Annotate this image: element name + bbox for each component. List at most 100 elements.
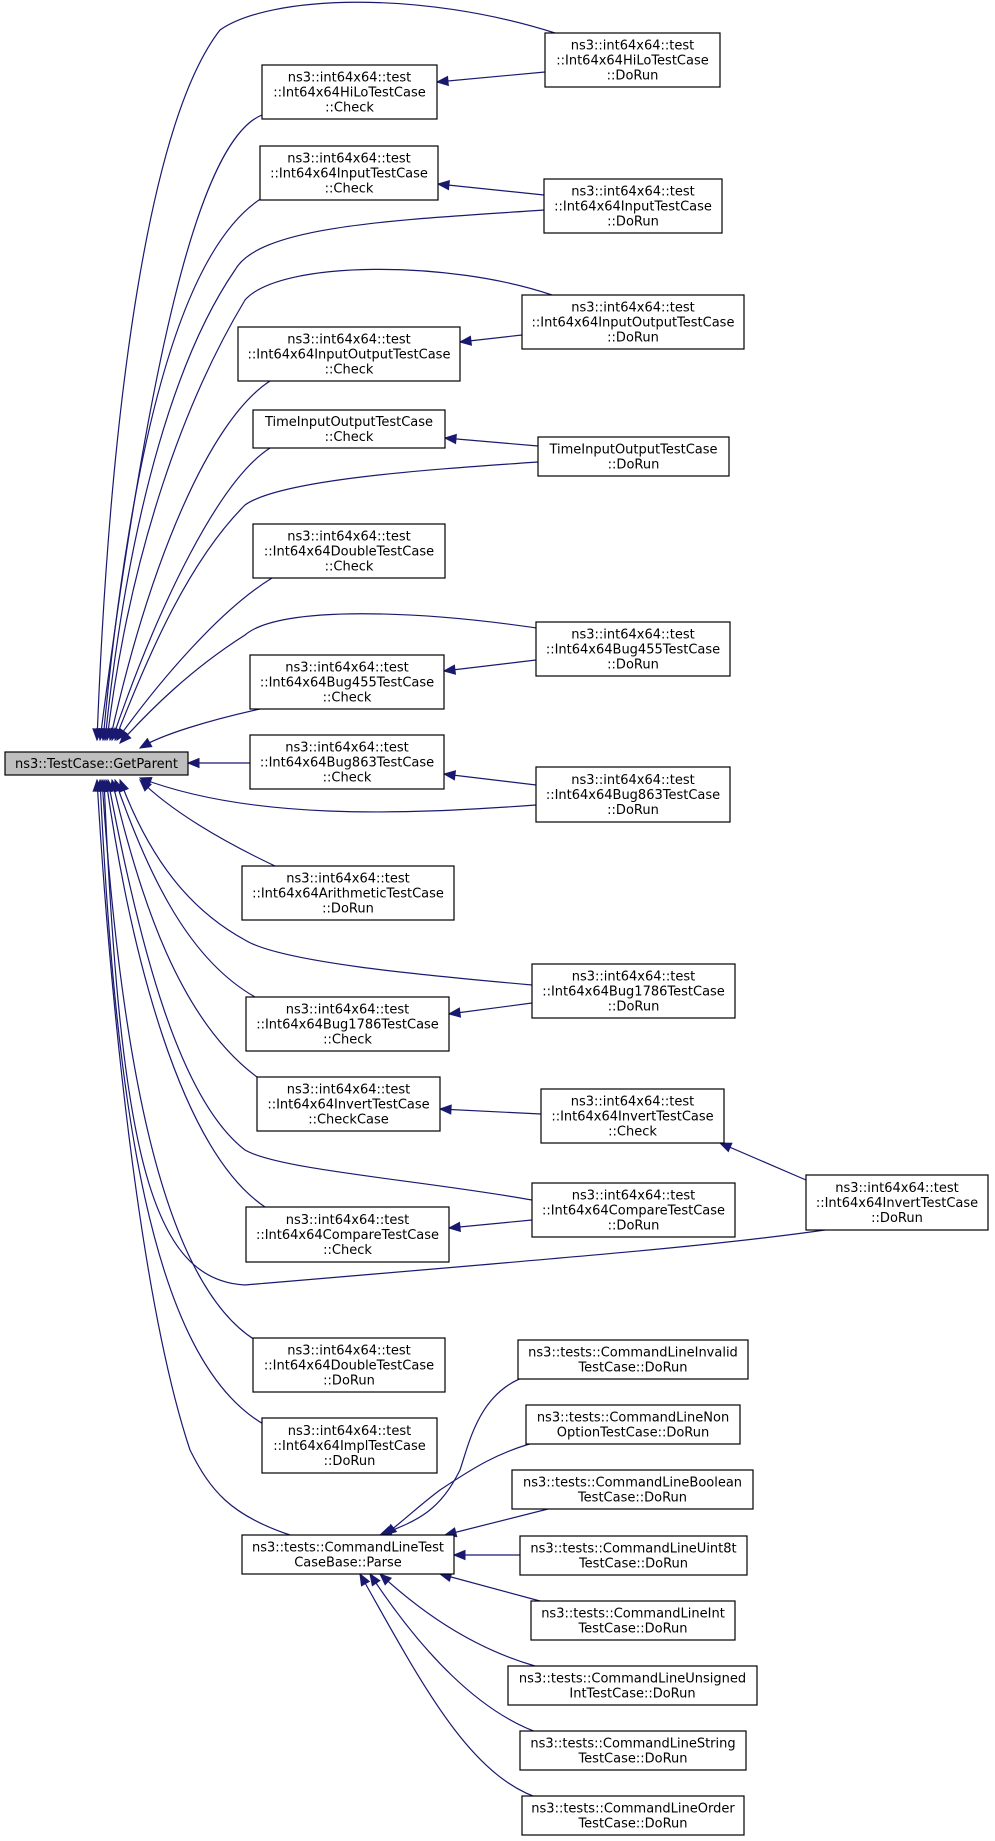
node-label-line: ::Int64x64InputTestCase	[554, 200, 712, 215]
edge-bug455_dorun-to-root	[119, 613, 551, 744]
node-label-line: ::Check	[323, 691, 372, 706]
node-compare-check[interactable]: ns3::int64x64::test::Int64x64CompareTest…	[245, 1206, 450, 1263]
node-label-line: OptionTestCase::DoRun	[557, 1426, 709, 1441]
node-label-line: ::Int64x64InputOutputTestCase	[532, 316, 735, 331]
node-double-check[interactable]: ns3::int64x64::test::Int64x64DoubleTestC…	[252, 523, 446, 579]
node-compare-dorun[interactable]: ns3::int64x64::test::Int64x64CompareTest…	[531, 1182, 736, 1238]
node-hilo-dorun[interactable]: ns3::int64x64::test::Int64x64HiLoTestCas…	[544, 32, 721, 88]
node-box	[249, 734, 445, 790]
node-invert-check[interactable]: ns3::int64x64::test::Int64x64InvertTestC…	[540, 1088, 725, 1144]
edge-line	[439, 1573, 541, 1602]
node-box	[237, 326, 461, 382]
node-time-check[interactable]: TimeInputOutputTestCase::Check	[252, 409, 446, 449]
node-io-check[interactable]: ns3::int64x64::test::Int64x64InputOutput…	[237, 326, 461, 382]
node-label-line: ::DoRun	[324, 1454, 376, 1469]
node-bug863-check[interactable]: ns3::int64x64::test::Int64x64Bug863TestC…	[249, 734, 445, 790]
node-cl-boolean[interactable]: ns3::tests::CommandLineBooleanTestCase::…	[511, 1469, 754, 1510]
edge-line	[443, 659, 537, 672]
node-bug1786-dorun[interactable]: ns3::int64x64::test::Int64x64Bug1786Test…	[531, 963, 736, 1019]
edge-input_dorun-to-input_check	[436, 179, 545, 196]
node-box	[256, 1076, 441, 1132]
node-cl-int[interactable]: ns3::tests::CommandLineIntTestCase::DoRu…	[530, 1600, 736, 1641]
node-invert-checkcase[interactable]: ns3::int64x64::test::Int64x64InvertTestC…	[256, 1076, 441, 1132]
node-parse[interactable]: ns3::tests::CommandLineTestCaseBase::Par…	[241, 1534, 455, 1575]
node-label-line: ::DoRun	[607, 658, 659, 673]
node-cl-nonoption[interactable]: ns3::tests::CommandLineNonOptionTestCase…	[525, 1404, 741, 1445]
edge-hilo_dorun-to-hilo_check	[435, 71, 546, 87]
node-label-line: ::Int64x64Bug1786TestCase	[542, 985, 725, 1000]
node-bug1786-check[interactable]: ns3::int64x64::test::Int64x64Bug1786Test…	[245, 996, 450, 1052]
node-label-line: ns3::tests::CommandLineInvalid	[528, 1346, 738, 1361]
edge-line	[101, 779, 256, 1341]
edge-line	[139, 708, 261, 749]
node-invert-dorun[interactable]: ns3::int64x64::test::Int64x64InvertTestC…	[805, 1174, 989, 1231]
arrowhead	[443, 433, 457, 445]
node-label-line: ns3::int64x64::test	[571, 301, 695, 316]
node-bug455-check[interactable]: ns3::int64x64::test::Int64x64Bug455TestC…	[249, 654, 445, 710]
node-box	[535, 621, 731, 677]
edge-bug863_dorun-to-bug863_check	[442, 770, 537, 786]
edge-time_dorun-to-time_check	[443, 433, 539, 447]
edge-bug1786_dorun-to-bug1786_check	[447, 1002, 533, 1018]
node-bug455-dorun[interactable]: ns3::int64x64::test::Int64x64Bug455TestC…	[535, 621, 731, 677]
edge-line	[119, 779, 533, 986]
node-label-line: ::DoRun	[608, 1000, 660, 1015]
node-label-line: ::Int64x64InvertTestCase	[816, 1196, 978, 1211]
node-box	[543, 178, 723, 234]
arrowhead	[186, 757, 200, 769]
node-label-line: ns3::int64x64::test	[572, 1189, 696, 1204]
node-input-dorun[interactable]: ns3::int64x64::test::Int64x64InputTestCa…	[543, 178, 723, 234]
node-time-dorun[interactable]: TimeInputOutputTestCase::DoRun	[537, 436, 730, 477]
node-input-check[interactable]: ns3::int64x64::test::Int64x64InputTestCa…	[259, 145, 439, 201]
edge-line	[96, 1, 556, 741]
node-cl-invalid[interactable]: ns3::tests::CommandLineInvalidTestCase::…	[517, 1339, 749, 1380]
node-impl-dorun[interactable]: ns3::int64x64::test::Int64x64ImplTestCas…	[261, 1417, 438, 1474]
node-label-line: ns3::int64x64::test	[571, 185, 695, 200]
node-box	[252, 523, 446, 579]
node-label-line: IntTestCase::DoRun	[569, 1687, 695, 1702]
node-cl-uint8t[interactable]: ns3::tests::CommandLineUint8tTestCase::D…	[519, 1535, 748, 1576]
node-label-line: ::Int64x64InputTestCase	[270, 167, 428, 182]
node-label-line: ::DoRun	[323, 1374, 375, 1389]
arrowhead	[436, 179, 450, 191]
node-cl-unsigned[interactable]: ns3::tests::CommandLineUnsignedIntTestCa…	[507, 1665, 758, 1706]
edge-line	[105, 779, 266, 1208]
node-box	[4, 751, 189, 776]
node-box	[241, 865, 455, 921]
arrowhead	[435, 75, 449, 87]
node-label-line: ns3::int64x64::test	[286, 872, 410, 887]
edge-io_dorun-to-io_check	[458, 334, 523, 346]
node-label-line: ::Int64x64DoubleTestCase	[264, 1359, 434, 1374]
node-hilo-check[interactable]: ns3::int64x64::test::Int64x64HiLoTestCas…	[261, 64, 438, 120]
arrowhead	[438, 1104, 452, 1115]
node-io-dorun[interactable]: ns3::int64x64::test::Int64x64InputOutput…	[521, 294, 745, 350]
node-bug863-dorun[interactable]: ns3::int64x64::test::Int64x64Bug863TestC…	[535, 766, 731, 823]
node-label-line: ::DoRun	[322, 902, 374, 917]
node-double-dorun[interactable]: ns3::int64x64::test::Int64x64DoubleTestC…	[252, 1337, 446, 1393]
edge-line	[107, 779, 533, 1201]
node-label-line: TestCase::DoRun	[577, 1361, 687, 1376]
node-cl-order[interactable]: ns3::tests::CommandLineOrderTestCase::Do…	[521, 1795, 745, 1836]
edge-line	[444, 1508, 549, 1536]
edge-line	[436, 71, 546, 83]
node-label-line: ::DoRun	[607, 331, 659, 346]
node-label-line: ::Check	[323, 771, 372, 786]
node-label-line: ns3::int64x64::test	[288, 1424, 412, 1439]
node-box	[519, 1535, 748, 1576]
node-label-line: ::Int64x64InputOutputTestCase	[248, 348, 451, 363]
node-label-line: ns3::tests::CommandLineUnsigned	[519, 1672, 746, 1687]
node-label-line: ::CheckCase	[308, 1113, 389, 1128]
node-label-line: CaseBase::Parse	[294, 1556, 402, 1571]
arrowhead	[442, 664, 457, 675]
edge-line	[114, 461, 539, 741]
edge-line	[109, 380, 271, 741]
arrowhead	[92, 778, 103, 792]
arrowhead	[447, 1221, 461, 1233]
node-box	[259, 145, 439, 201]
node-box	[544, 32, 721, 88]
node-label-line: ns3::int64x64::test	[835, 1181, 959, 1196]
node-cl-string[interactable]: ns3::tests::CommandLineStringTestCase::D…	[519, 1730, 747, 1771]
node-label-line: ns3::int64x64::test	[287, 530, 411, 545]
node-arith-dorun[interactable]: ns3::int64x64::test::Int64x64ArithmeticT…	[241, 865, 455, 921]
node-box	[249, 654, 445, 710]
